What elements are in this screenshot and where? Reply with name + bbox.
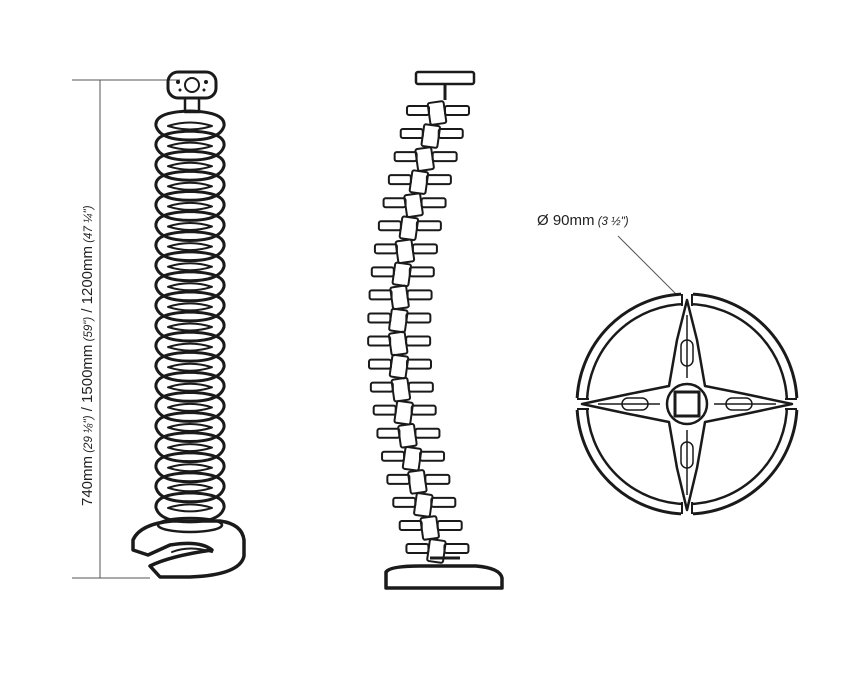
spine-segment [398,515,463,541]
ring-segment [154,129,226,162]
top-view: Ø 90mm (3 ½") [537,212,802,517]
ring-segment [154,431,226,464]
diameter-dimension-label: Ø 90mm (3 ½") [537,212,629,229]
ring-segment [154,390,226,423]
side-top-plate [414,70,476,100]
spine-segment [377,215,442,242]
ring-segment [154,149,226,182]
spine-segment [376,422,441,449]
spine-segment [369,376,434,403]
ring-segment [154,109,226,142]
ring-stack [154,109,226,524]
spine-segment [382,192,447,218]
ring-segment [154,230,226,263]
spine-segment [393,146,458,172]
ring-segment [154,411,226,443]
spine-segment [373,238,438,265]
front-view [131,70,246,579]
ring-segment [154,270,226,303]
cross-arms [580,298,794,512]
spine-segment [367,330,432,357]
diameter-leader-line [617,235,679,297]
spine-segment [368,284,433,311]
height-dimension: 740mm (29 ⅛") / 1500mm (59") / 1200mm (4… [72,79,180,579]
center-hub [665,382,709,426]
spine-segments [367,100,470,564]
ring-segment [154,350,226,383]
ring-segment [154,330,226,363]
ring-segment [154,189,226,222]
spine-segment [372,399,437,426]
spine-segment [392,492,457,518]
ring-segment [154,290,226,323]
spine-segment [399,123,464,149]
ring-segment [154,451,226,484]
spine-segment [367,353,432,380]
spine-segment [386,469,451,495]
spine-segment [405,538,470,564]
spine-segment [367,307,432,334]
height-dimension-label: 740mm (29 ⅛") / 1500mm (59") / 1200mm (4… [79,205,96,506]
spine-segment [406,100,470,126]
front-base [131,516,246,579]
ring-segment [154,310,226,343]
spine-segment [387,169,452,195]
ring-segment [154,250,226,283]
ring-segment [154,169,226,202]
top-clamp [166,70,218,114]
spine-segment [370,261,435,288]
side-base [384,556,504,590]
spine-segment [381,446,446,472]
side-view [367,70,504,590]
ring-segment [154,210,226,242]
ring-segment [154,471,226,504]
ring-segment [154,370,226,403]
